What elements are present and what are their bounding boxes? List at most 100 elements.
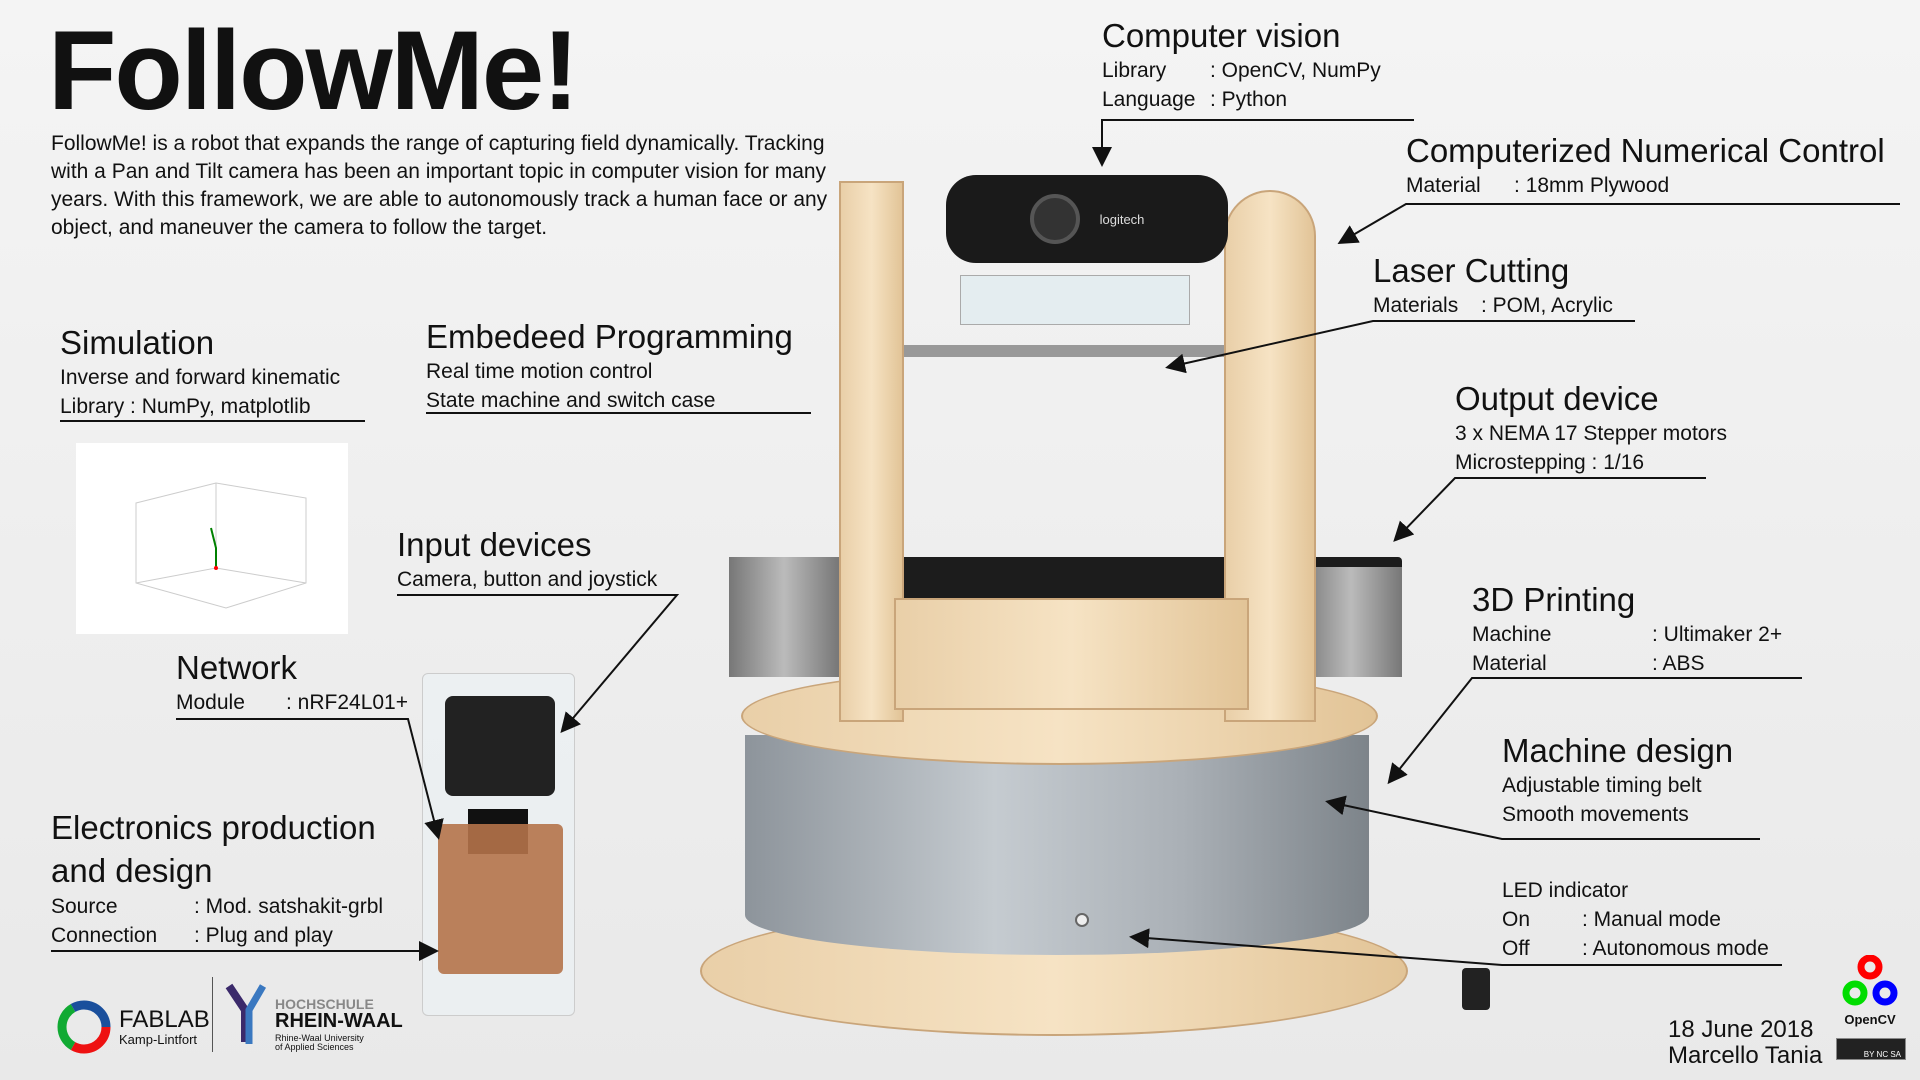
- vision-key: Language: [1102, 88, 1196, 111]
- simulation-section: Simulation Inverse and forward kinematic…: [60, 323, 340, 421]
- input-heading: Input devices: [397, 526, 592, 563]
- printing-heading: 3D Printing: [1472, 581, 1636, 618]
- camera-brand: logitech: [1099, 211, 1145, 227]
- laser-key: Materials: [1373, 294, 1459, 317]
- vision-value: : Python: [1210, 88, 1288, 111]
- pcb: [438, 824, 563, 974]
- electronics-key: Source: [51, 895, 118, 918]
- vision-key: Library: [1102, 59, 1167, 82]
- fablab-sub: Kamp-Lintfort: [119, 1031, 198, 1047]
- electronics-heading: Electronics production: [51, 809, 376, 846]
- machine-line: Smooth movements: [1502, 803, 1689, 826]
- cnc-key: Material: [1406, 174, 1481, 197]
- opencv-icon: [1842, 954, 1898, 1006]
- network-heading: Network: [176, 649, 298, 686]
- simulation-line: Library : NumPy, matplotlib: [60, 395, 311, 418]
- fablab-text: FABLAB: [119, 1005, 210, 1033]
- led-key: On: [1502, 908, 1531, 931]
- machine-line: Adjustable timing belt: [1502, 774, 1702, 797]
- network-value: : nRF24L01+: [286, 691, 409, 714]
- camera-mount: [960, 275, 1190, 325]
- led-value: : Autonomous mode: [1582, 937, 1769, 960]
- fablab-logo: FABLAB Kamp-Lintfort: [57, 1000, 210, 1054]
- led-section: LED indicator On : Manual mode Off : Auton…: [1502, 876, 1769, 963]
- output-line: Microstepping : 1/16: [1455, 451, 1645, 474]
- intro-paragraph: FollowMe! is a robot that expands the ra…: [51, 132, 828, 239]
- line-printing: [1387, 677, 1802, 785]
- webcam: logitech: [946, 175, 1228, 263]
- fablab-icon: [57, 1000, 111, 1054]
- vision-heading: Computer vision: [1102, 17, 1341, 54]
- tilt-axle: [904, 345, 1224, 357]
- printing-value: : ABS: [1652, 652, 1705, 675]
- dc-jack: [1462, 968, 1490, 1010]
- input-section: Input devices Camera, button and joystic…: [397, 525, 657, 594]
- printing-key: Material: [1472, 652, 1547, 675]
- line-network: [176, 718, 444, 840]
- output-section: Output device 3 x NEMA 17 Stepper motors…: [1455, 379, 1727, 477]
- embedded-line: Real time motion control: [426, 360, 653, 383]
- vision-section: Computer vision Library : OpenCV, NumPy L…: [1102, 16, 1381, 114]
- laser-section: Laser Cutting Materials : POM, Acrylic: [1373, 251, 1613, 320]
- cc-text: BY NC SA: [1863, 1050, 1901, 1059]
- line-vision: [1092, 119, 1414, 167]
- hochschule-logo: HOCHSCHULE RHEIN-WAAL Rhine-Waal Univers…: [212, 977, 403, 1052]
- hsrw-text-2: RHEIN-WAAL: [275, 1010, 403, 1032]
- joystick-board: [422, 673, 575, 1016]
- printing-value: : Ultimaker 2+: [1652, 623, 1783, 646]
- led-heading: LED indicator: [1502, 879, 1629, 902]
- opencv-text: OpenCV: [1844, 1012, 1896, 1027]
- output-heading: Output device: [1455, 380, 1659, 417]
- simulation-plot: [76, 443, 348, 634]
- electronics-value: : Plug and play: [194, 924, 333, 947]
- stepper-left: [729, 557, 839, 677]
- hsrw-text-4: of Applied Sciences: [275, 1042, 354, 1052]
- electronics-key: Connection: [51, 924, 158, 947]
- laser-heading: Laser Cutting: [1373, 252, 1570, 289]
- output-line: 3 x NEMA 17 Stepper motors: [1455, 422, 1727, 445]
- embedded-heading: Embedeed Programming: [426, 318, 793, 355]
- vision-value: : OpenCV, NumPy: [1210, 59, 1381, 82]
- printing-key: Machine: [1472, 623, 1552, 646]
- hsrw-icon: [225, 983, 267, 1044]
- poster-title: FollowMe!: [48, 8, 579, 133]
- input-line: Camera, button and joystick: [397, 568, 658, 591]
- laser-value: : POM, Acrylic: [1481, 294, 1613, 317]
- network-key: Module: [176, 691, 245, 714]
- grey-cylinder: [745, 735, 1369, 955]
- simulation-line: Inverse and forward kinematic: [60, 366, 341, 389]
- embedded-section: Embedeed Programming Real time motion co…: [426, 317, 793, 415]
- cnc-value: : 18mm Plywood: [1514, 174, 1670, 197]
- cnc-heading: Computerized Numerical Control: [1406, 132, 1885, 169]
- front-plate: [894, 598, 1249, 710]
- led-indicator: [1075, 913, 1089, 927]
- 3d-plot-sketch: [135, 482, 307, 609]
- electronics-heading: and design: [51, 852, 213, 889]
- hsrw-text-3: Rhine-Waal University: [275, 1033, 364, 1043]
- network-section: Network Module : nRF24L01+: [176, 648, 408, 717]
- line-machine: [1325, 795, 1760, 840]
- electronics-value: : Mod. satshakit-grbl: [194, 895, 384, 918]
- left-upright: [839, 181, 904, 722]
- camera-lens: [1029, 194, 1080, 244]
- printing-section: 3D Printing Machine : Ultimaker 2+ Materi…: [1472, 580, 1782, 678]
- stepper-right: [1300, 567, 1402, 677]
- joystick: [445, 696, 555, 796]
- line-laser: [1165, 320, 1635, 374]
- machine-heading: Machine design: [1502, 732, 1734, 769]
- hsrw-text-1: HOCHSCHULE: [275, 996, 374, 1012]
- led-key: Off: [1502, 937, 1530, 960]
- line-led: [1129, 928, 1782, 966]
- line-cnc: [1337, 203, 1900, 245]
- machine-section: Machine design Adjustable timing belt Sm…: [1502, 731, 1733, 829]
- led-value: : Manual mode: [1582, 908, 1721, 931]
- opencv-logo: OpenCV: [1840, 954, 1900, 1027]
- simulation-heading: Simulation: [60, 324, 215, 361]
- footer-author: Marcello Tania: [1668, 1042, 1823, 1069]
- embedded-line: State machine and switch case: [426, 389, 716, 412]
- electronics-section: Electronics production and design Source…: [51, 806, 383, 950]
- cnc-section: Computerized Numerical Control Material:…: [1406, 131, 1885, 200]
- footer-date: 18 June 2018: [1668, 1016, 1814, 1043]
